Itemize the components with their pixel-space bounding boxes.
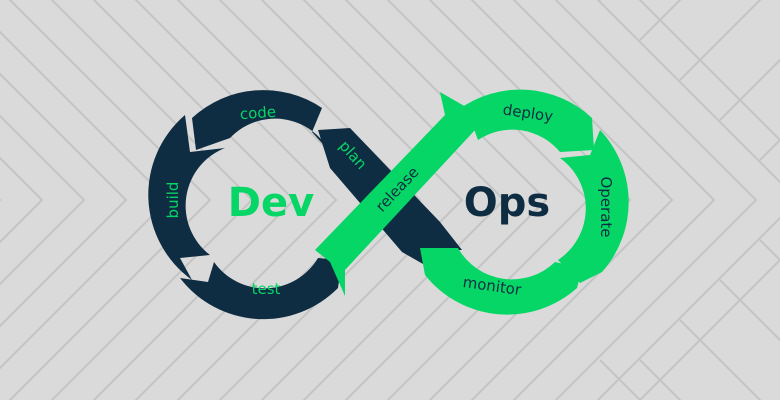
operate-segment — [558, 130, 629, 283]
test-segment — [180, 258, 342, 320]
ops-loop — [315, 89, 629, 315]
stage-label-code: code — [239, 103, 276, 123]
monitor-segment — [420, 248, 582, 315]
stage-label-build: build — [164, 182, 182, 219]
stage-label-test: test — [252, 280, 281, 298]
build-segment — [148, 115, 225, 280]
dev-title: Dev — [228, 180, 314, 226]
code-segment — [192, 90, 330, 152]
stage-label-operate: Operate — [597, 176, 615, 237]
ops-title: Ops — [464, 180, 550, 226]
release-band — [315, 92, 480, 296]
deploy-segment — [458, 89, 594, 152]
